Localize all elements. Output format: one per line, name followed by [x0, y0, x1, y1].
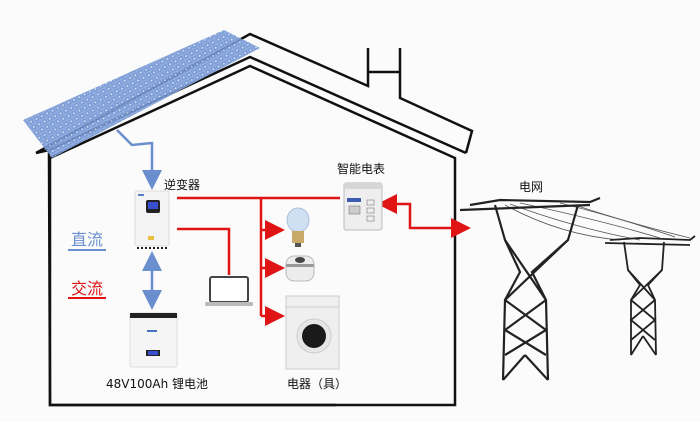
dc-flow-panel-to-inverter — [116, 129, 162, 190]
appliances-label: 电器（具） — [287, 377, 348, 391]
ac-flow-meter-grid — [377, 194, 471, 238]
laptop — [205, 276, 253, 306]
washing-machine — [285, 295, 340, 370]
inverter — [134, 190, 170, 249]
inverter-label: 逆变器 — [164, 178, 201, 192]
solar-panel — [23, 30, 260, 158]
grid-label: 电网 — [519, 180, 544, 194]
legend-ac-label: 交流 — [71, 279, 104, 298]
legend-dc-label: 直流 — [71, 230, 104, 249]
light-bulb — [286, 207, 310, 247]
smart-meter — [343, 182, 383, 231]
rice-cooker — [285, 255, 315, 282]
transmission-towers — [459, 196, 696, 381]
battery-label: 48V100Ah 锂电池 — [106, 377, 209, 391]
smart-meter-label: 智能电表 — [337, 162, 386, 176]
ac-wiring — [177, 196, 340, 316]
battery — [129, 312, 178, 368]
legend-dc-swatch — [68, 249, 106, 251]
legend-ac-swatch — [68, 297, 106, 299]
